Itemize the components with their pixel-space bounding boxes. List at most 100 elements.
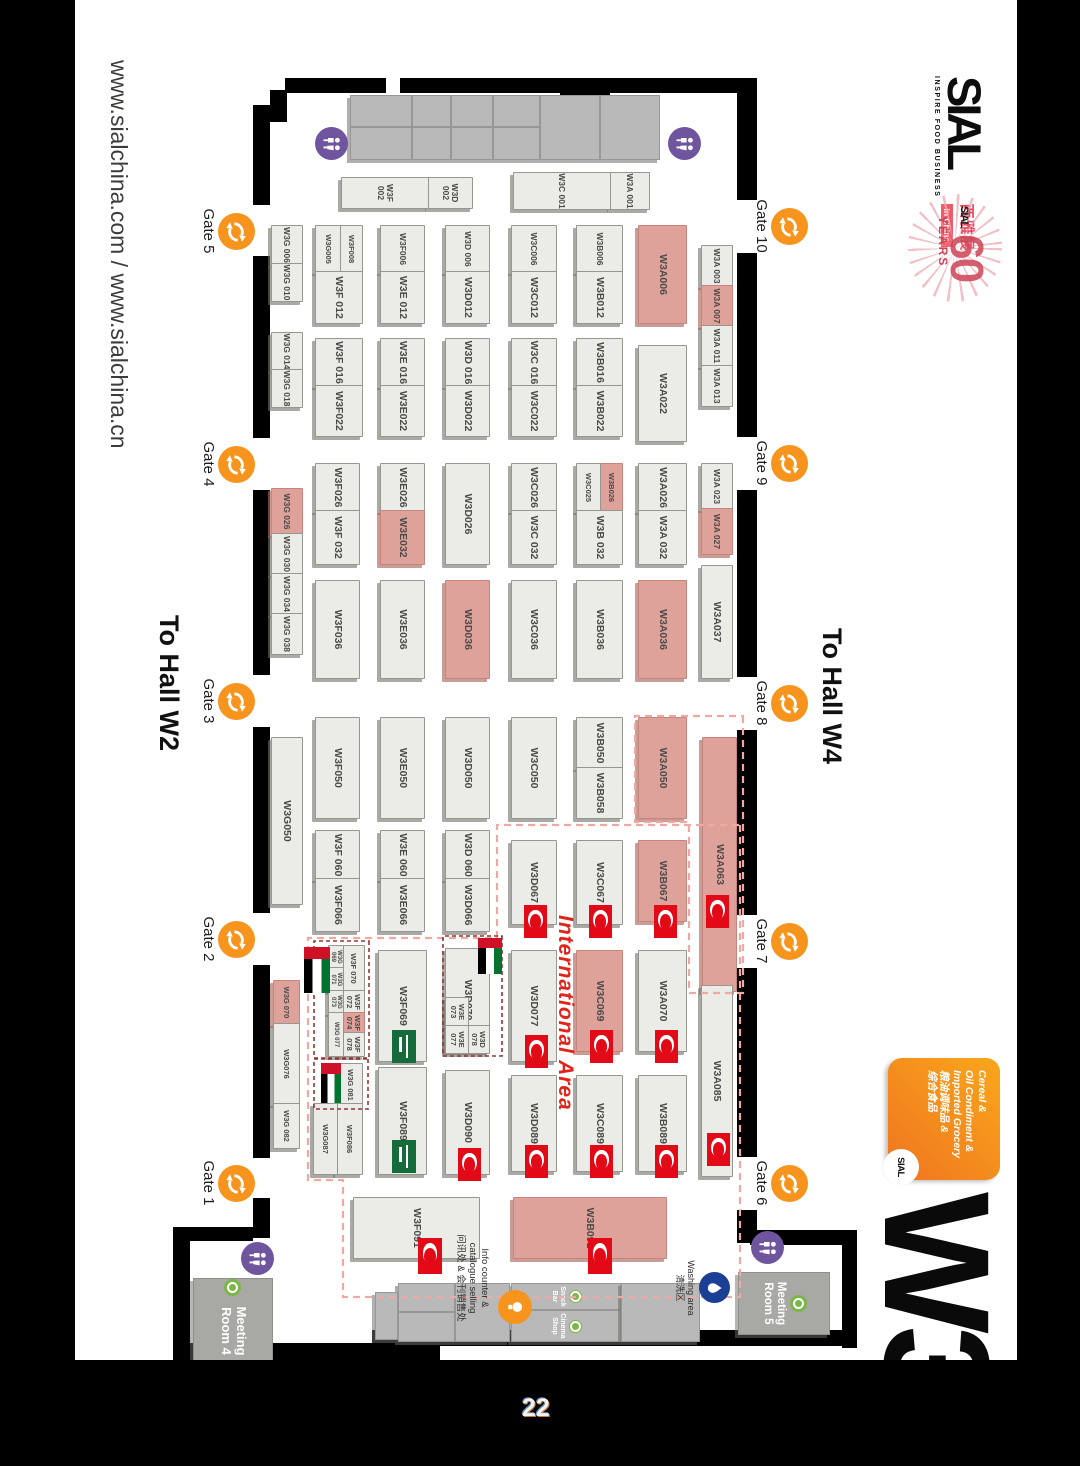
- booth-w3a027: W3A 027: [701, 508, 733, 555]
- booth-w3d060: W3D 060: [445, 830, 490, 880]
- snack-bar-label: Snack Bar: [551, 1286, 566, 1307]
- gate-label-gate-5: Gate 5: [200, 208, 217, 254]
- meeting-room-icon: [224, 1279, 242, 1296]
- booth-w3d036: W3D036: [445, 580, 490, 679]
- turkey-flag-icon: [589, 905, 612, 938]
- booth-w3e036: W3E036: [380, 580, 425, 679]
- info-counter-icon: [498, 1290, 532, 1324]
- turkey-flag-icon: [654, 905, 677, 938]
- booth-w3a001: W3A 001: [610, 172, 650, 210]
- hall-wall: [253, 1198, 270, 1238]
- booth-w3g034: W3G 034: [271, 573, 303, 615]
- turkey-flag-icon: [655, 1030, 678, 1063]
- gate-icon: [771, 445, 808, 482]
- booth-w3g069: W3G 069: [328, 945, 344, 969]
- hall-wall: [253, 965, 270, 1158]
- booth-w3e073: W3E 073: [445, 997, 469, 1027]
- turkey-flag-icon: [706, 895, 729, 928]
- booth-w3g087: W3G087: [313, 1103, 338, 1175]
- booth-w3c001: W3C 001: [513, 172, 611, 210]
- gate-icon: [218, 213, 255, 250]
- meeting-room-5: Meeting Room 5: [738, 1272, 830, 1335]
- booth-w3c036: W3C036: [511, 580, 557, 679]
- turkey-flag-icon: [590, 1030, 613, 1063]
- info-counter-cn: 问讯处 & 会刊销售处: [455, 1234, 467, 1322]
- booth-w3f078: W3F 078: [342, 1032, 365, 1057]
- booth-w3f012: W3F 012: [315, 271, 363, 324]
- turkey-flag-icon: [588, 1238, 612, 1274]
- booth-w3e050: W3E050: [380, 717, 425, 819]
- gate-label-gate-1: Gate 1: [200, 1160, 217, 1206]
- booth-w3a032: W3A 032: [638, 510, 687, 565]
- turkey-flag-icon: [707, 1133, 730, 1166]
- facility-block: [600, 95, 660, 160]
- booth-w3g050: W3G050: [271, 737, 303, 905]
- booth-w3a011: W3A 011: [701, 325, 733, 367]
- booth-w3b058: W3B058: [576, 767, 623, 819]
- booth-w3g071: W3G 071: [328, 967, 344, 992]
- facility-block: [412, 95, 451, 127]
- booth-w3f072: W3F 072: [342, 990, 365, 1014]
- booth-w3d016: W3D 016: [445, 338, 490, 387]
- washing-area-cn: 清洗区: [674, 1274, 685, 1302]
- meeting-room-4: Meeting Room 4: [193, 1278, 273, 1362]
- booth-w3f022: W3F022: [315, 385, 363, 437]
- turkey-flag-icon: [524, 905, 547, 938]
- booth-w3g077: W3G 077: [328, 1012, 344, 1057]
- booth-w3a023: W3A 023: [701, 463, 733, 510]
- booth-w3f050: W3F050: [315, 717, 360, 819]
- booth-w3f026: W3F026: [315, 463, 360, 512]
- gate-icon: [771, 923, 808, 960]
- booth-w3a026: W3A026: [638, 463, 687, 512]
- turkey-flag-icon: [458, 1148, 481, 1181]
- gate-label-gate-7: Gate 7: [753, 918, 770, 964]
- category-badge: Cereal & Oil Condiment & Imported Grocer…: [883, 1058, 1000, 1185]
- booth-w3f002: W3F 002: [341, 177, 429, 209]
- washing-area-icon: [699, 1272, 730, 1303]
- hall-wall: [737, 490, 757, 677]
- cinema-shop-label: Cinema Shop: [551, 1313, 566, 1339]
- booth-w3g038: W3G 038: [271, 613, 303, 655]
- uae-flag-icon: [478, 938, 502, 974]
- gate-icon: [771, 685, 808, 722]
- turkey-flag-icon: [418, 1238, 442, 1274]
- category-line: Cereal &: [976, 1070, 988, 1113]
- booth-w3a013: W3A 013: [701, 365, 733, 407]
- info-counter-en2: catalogue selling: [467, 1242, 479, 1314]
- booth-w3b032: W3B 032: [576, 510, 623, 565]
- gate-label-gate-6: Gate 6: [753, 1160, 770, 1206]
- cinema-shop-icon: [568, 1319, 582, 1333]
- gate-icon: [218, 446, 255, 483]
- booth-w3b050: W3B050: [576, 717, 623, 769]
- hall-wall: [173, 1227, 253, 1241]
- booth-w3f066: W3F066: [315, 878, 360, 932]
- booth-w3a063: W3A063: [702, 737, 737, 992]
- sial-logo-word-block: SIAL INSPIRE FOOD BUSINESS: [933, 76, 991, 198]
- booth-w3c032: W3C 032: [511, 510, 557, 565]
- gate-label-gate-8: Gate 8: [753, 680, 770, 726]
- booth-w3g010: W3G 010: [271, 263, 303, 302]
- info-counter-label: Info counter & catalogue selling 问讯处 & 会…: [454, 1232, 490, 1324]
- booth-w3c022: W3C022: [511, 385, 557, 437]
- gate-icon: [218, 1165, 255, 1202]
- facility-block: [398, 1312, 455, 1342]
- gate-icon: [218, 921, 255, 958]
- facility-block: [451, 95, 493, 127]
- booth-w3g018: W3G 018: [271, 369, 303, 408]
- hall-wall: [253, 105, 270, 205]
- facility-block: [375, 1292, 398, 1340]
- gate-label-gate-4: Gate 4: [200, 441, 217, 487]
- international-area-label: International Area: [554, 915, 577, 1111]
- booth-w3a036: W3A036: [638, 580, 687, 679]
- gate-label-gate-9: Gate 9: [753, 440, 770, 486]
- booth-w3e066: W3E066: [380, 878, 425, 932]
- booth-w3c026: W3C026: [511, 463, 557, 512]
- booth-w3e026: W3E026: [380, 463, 425, 512]
- booth-w3a050: W3A050: [638, 717, 687, 819]
- booth-w3f086: W3F086: [336, 1103, 363, 1175]
- booth-w3d078: W3D 078: [467, 1025, 490, 1054]
- hall-wall: [737, 968, 757, 1157]
- hall-wall: [285, 78, 386, 93]
